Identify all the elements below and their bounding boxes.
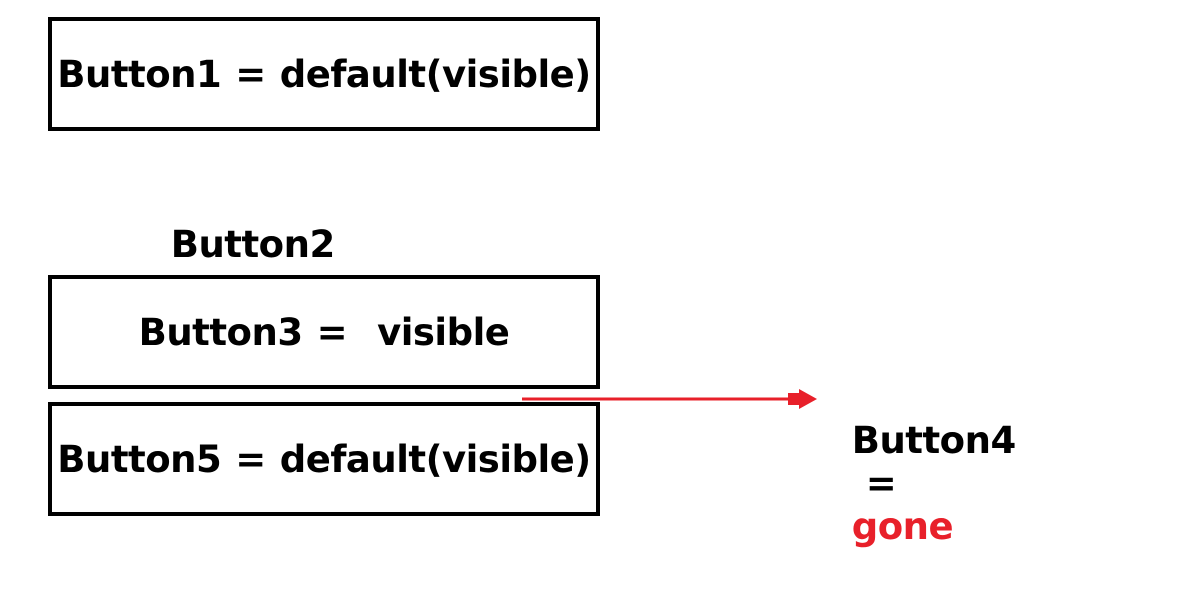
button3-value: visible [377,310,510,354]
button2-name: Button2 [170,223,335,266]
button4-value: gone [851,505,954,548]
button5-equals: = [235,437,266,481]
button1-equals: = [235,52,266,96]
button1-box[interactable]: Button1 = default(visible) [48,17,600,131]
button3-box[interactable]: Button3 = visible [48,275,600,389]
button5-name: Button5 [57,437,222,481]
button3-name: Button3 [138,310,303,354]
button4-name: Button4 [851,419,1016,462]
gone-arrow-head [799,389,817,409]
button4-equals: = [865,462,897,505]
gone-arrow-shaft-end [788,393,800,405]
button1-value: default(visible) [279,52,591,96]
button5-value: default(visible) [279,437,591,481]
button3-equals: = [316,310,348,354]
button5-box[interactable]: Button5 = default(visible) [48,402,600,516]
button1-name: Button1 [57,52,222,96]
button4-label: Button4 = gone [827,376,1016,548]
